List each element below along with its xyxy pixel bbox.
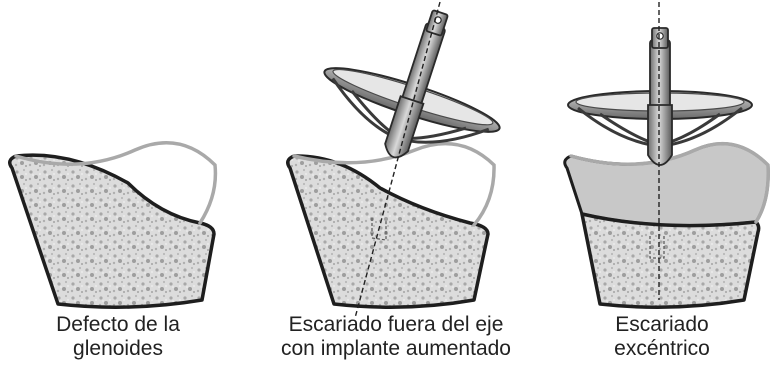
caption-line: excéntrico (614, 337, 710, 360)
glenoid-reamer (567, 27, 753, 166)
original-articular-surface (14, 141, 218, 225)
reaming-axis-line (354, 1, 441, 319)
original-articular-surface (569, 142, 770, 224)
implant-peg-outline (371, 218, 387, 241)
caption-eccentric-reaming: Escariado excéntrico (532, 313, 776, 361)
caption-line: Escariado (615, 313, 709, 336)
original-articular-surface (292, 142, 496, 227)
implant-peg-outline (649, 236, 665, 259)
panel-off-axis-reaming (286, 1, 501, 319)
caption-line: Escariado fuera del eje (288, 313, 504, 336)
caption-line: glenoides (73, 337, 163, 360)
panel-eccentric-reaming (563, 2, 770, 309)
glenoid-reamer (323, 9, 501, 159)
caption-line: con implante aumentado (281, 337, 511, 360)
panel-glenoid-defect (8, 141, 218, 309)
glenoid-bone (286, 154, 490, 309)
caption-off-axis-reaming: Escariado fuera del eje con implante aum… (266, 313, 526, 361)
caption-glenoid-defect: Defecto de la glenoides (0, 313, 248, 361)
glenoid-bone (580, 212, 761, 309)
caption-line: Defecto de la (56, 313, 180, 336)
glenoid-bone (8, 153, 216, 309)
